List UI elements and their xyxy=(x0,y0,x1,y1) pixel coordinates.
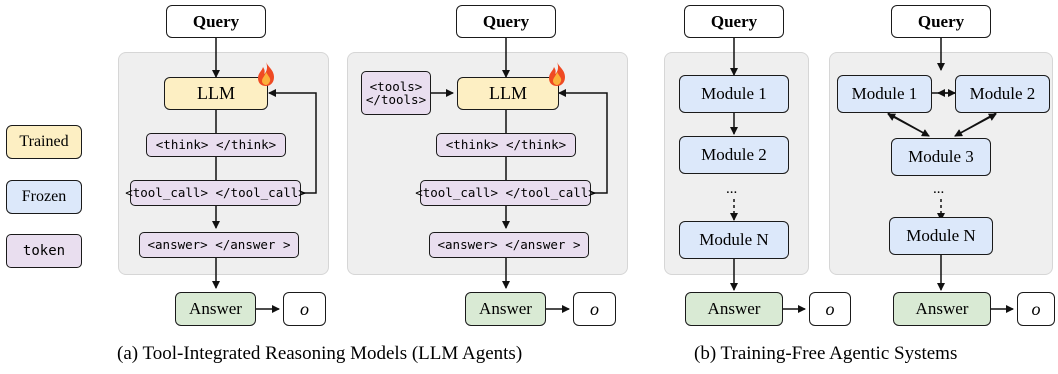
think-token: <think> </think> xyxy=(146,133,286,157)
output-box: o xyxy=(1017,292,1055,326)
query-box: Query xyxy=(456,5,556,38)
tool-call-token: <tool_call> </tool_call> xyxy=(125,180,306,206)
output-box: o xyxy=(809,292,851,326)
module-2-box: Module 2 xyxy=(955,75,1050,113)
module-1-box: Module 1 xyxy=(679,75,789,113)
legend-frozen: Frozen xyxy=(6,180,82,214)
module-n-box: Module N xyxy=(889,217,993,255)
caption-b: (b) Training-Free Agentic Systems xyxy=(694,343,958,364)
query-box: Query xyxy=(166,5,266,38)
module-n-box: Module N xyxy=(679,221,789,259)
output-box: o xyxy=(283,292,326,326)
query-box: Query xyxy=(891,5,991,38)
module-1-box: Module 1 xyxy=(837,75,932,113)
ellipsis: ... xyxy=(933,181,945,197)
ellipsis: ... xyxy=(726,181,738,197)
answer-box: Answer xyxy=(893,292,991,326)
fire-icon xyxy=(258,62,274,86)
answer-box: Answer xyxy=(175,292,256,326)
caption-a: (a) Tool-Integrated Reasoning Models (LL… xyxy=(117,343,523,364)
tools-token: <tools> </tools> xyxy=(361,71,431,115)
answer-box: Answer xyxy=(685,292,783,326)
module-3-box: Module 3 xyxy=(891,138,991,176)
fire-icon xyxy=(549,62,565,86)
llm-box: LLM xyxy=(164,77,268,110)
think-token: <think> </think> xyxy=(436,133,576,157)
legend-token: token xyxy=(6,234,82,268)
llm-box: LLM xyxy=(457,77,559,110)
query-box: Query xyxy=(684,5,784,38)
output-box: o xyxy=(573,292,616,326)
legend-trained: Trained xyxy=(6,125,82,159)
tool-call-token: <tool_call> </tool_call> xyxy=(415,180,596,206)
module-2-box: Module 2 xyxy=(679,136,789,174)
answer-token: <answer> </answer > xyxy=(429,232,589,258)
answer-box: Answer xyxy=(465,292,546,326)
answer-token: <answer> </answer > xyxy=(139,232,299,258)
